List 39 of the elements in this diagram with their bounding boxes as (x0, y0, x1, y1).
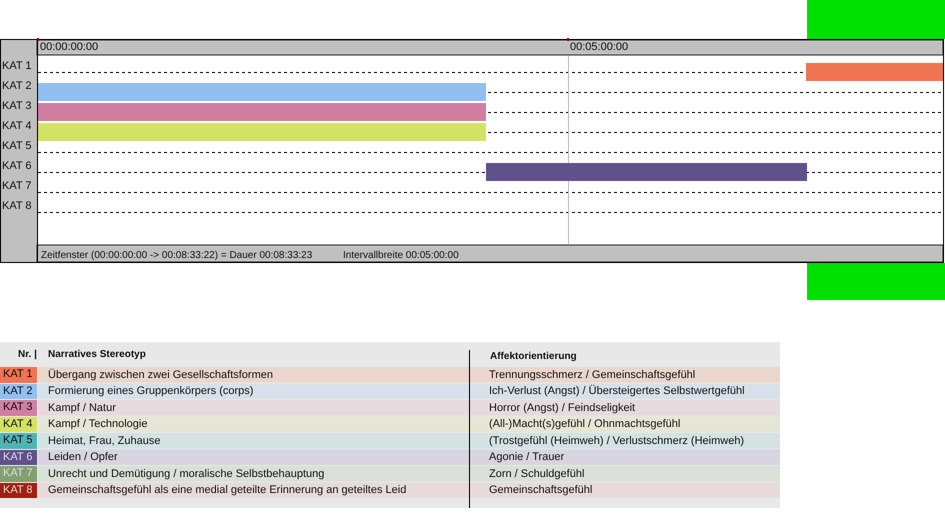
row-label: KAT 3 (2, 100, 32, 113)
row-label: KAT 7 (2, 180, 32, 193)
table-text: Kampf / Natur (48, 402, 116, 414)
table-header: Affektorientierung (490, 350, 577, 363)
table-text: Formierung eines Gruppenkörpers (corps) (48, 385, 254, 398)
legend-swatch: KAT 5 (0, 433, 37, 448)
table-text: Unrecht und Demütigung / moralische Selbstbehauptung (48, 468, 324, 480)
legend-swatch: KAT 4 (0, 416, 37, 432)
time-label: 00:05:00:00 (570, 41, 628, 54)
table-text: Heimat, Frau, Zuhause (48, 434, 160, 448)
row-label: KAT 4 (2, 120, 32, 133)
status-text: Zeitfenster (00:00:00:00 -> 00:08:33:22) = Dauer 00:08:33:23 (41, 249, 312, 262)
row-label: KAT 2 (2, 80, 32, 93)
table-text: Gemeinschaftsgefühl (489, 484, 592, 497)
time-label: 00:00:00:00 (40, 41, 98, 54)
legend-swatch: KAT 1 (0, 367, 37, 382)
table-text: (All-)Macht(s)gefühl / Ohnmachtsgefühl (489, 418, 680, 431)
legend-swatch: KAT 7 (0, 466, 37, 482)
row-label: KAT 6 (2, 160, 32, 173)
table-text: Zorn / Schuldgefühl (489, 468, 584, 480)
table-text: Übergang zwischen zwei Gesellschaftsformen (48, 368, 273, 382)
table-text: Agonie / Trauer (489, 451, 564, 464)
legend-swatch: KAT 3 (0, 400, 37, 416)
table-text: Ich-Verlust (Angst) / Übersteigertes Selbstwertgefühl (489, 385, 745, 398)
row-label: KAT 1 (2, 60, 32, 73)
table-header: Nr. | (18, 348, 37, 361)
row-label: KAT 8 (2, 200, 32, 213)
legend-swatch: KAT 6 (0, 450, 37, 465)
table-text: Leiden / Opfer (48, 451, 118, 464)
table-text: (Trostgefühl (Heimweh) / Verlustschmerz (Heimweh) (489, 434, 744, 448)
table-text: Trennungsschmerz / Gemeinschaftsgefühl (489, 368, 696, 382)
legend-swatch: KAT 2 (0, 384, 37, 399)
table-header: Narratives Stereotyp (48, 348, 146, 361)
legend-swatch: KAT 8 (0, 482, 37, 498)
table-text: Horror (Angst) / Feindseligkeit (489, 402, 636, 414)
table-text: Kampf / Technologie (48, 418, 148, 431)
status-text: Intervallbreite 00:05:00:00 (343, 249, 459, 262)
table-text: Gemeinschaftsgefühl als eine medial geteilte Erinnerung an geteiltes Leid (48, 484, 406, 497)
row-label: KAT 5 (2, 140, 32, 153)
